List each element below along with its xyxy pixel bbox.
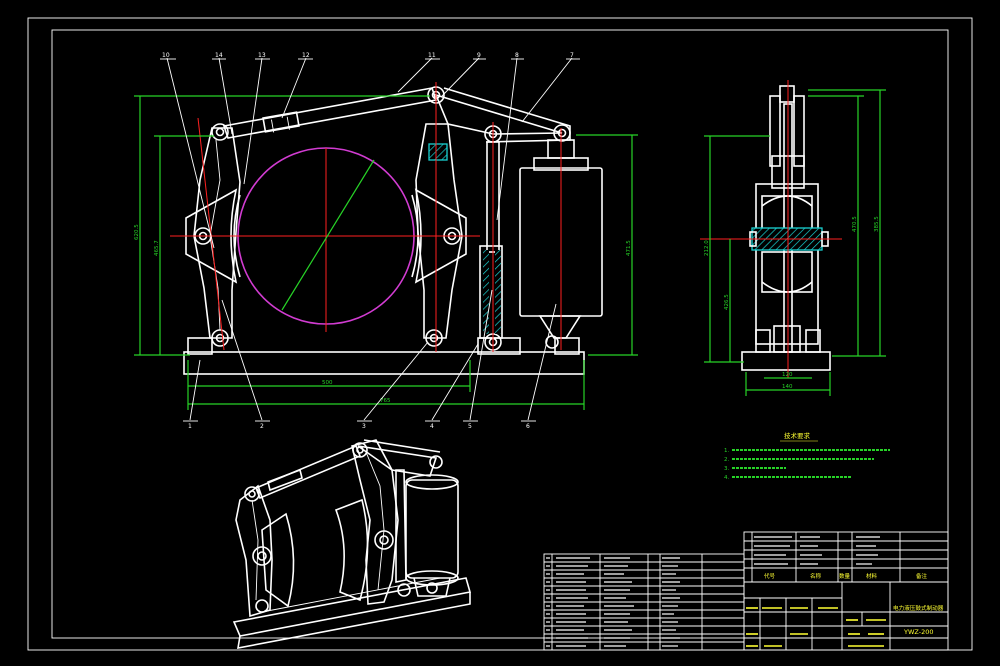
- balloon-4: 4: [430, 423, 434, 430]
- header-remark: 备注: [916, 572, 928, 580]
- leader-lines-bottom: [189, 289, 557, 421]
- header-material: 材料: [866, 572, 878, 580]
- balloon-13: 13: [258, 52, 266, 59]
- balloon-1: 1: [188, 423, 192, 430]
- front-view: 620.5 465.7 471.5 500 765 10 14 13 12 11…: [134, 52, 638, 430]
- side-dim-height-2: 385.5: [874, 216, 880, 232]
- header-code: 代号: [764, 572, 776, 580]
- balloon-10: 10: [162, 52, 170, 59]
- drum-diameter-line: [281, 159, 375, 311]
- right-brake-arm: [415, 123, 463, 339]
- note-2-number: 2.: [724, 457, 729, 463]
- dim-overall-length: 765: [380, 398, 391, 404]
- balloon-14: 14: [215, 52, 223, 59]
- leader-lines-top: [166, 57, 573, 249]
- side-dim-width-2: 140: [782, 384, 793, 390]
- side-dim-height-1: 470.5: [852, 216, 858, 232]
- title-block-fills: [746, 607, 886, 647]
- drawing-title: 电力液压鼓式制动器: [893, 604, 944, 612]
- inner-border: [51, 29, 949, 639]
- balloon-5: 5: [468, 423, 472, 430]
- adjust-nut: [262, 111, 300, 133]
- header-name: 名称: [810, 572, 822, 580]
- balloon-8: 8: [515, 52, 519, 59]
- isometric-view: [232, 439, 472, 649]
- balloon-7: 7: [570, 52, 574, 59]
- balloon-9: 9: [477, 52, 481, 59]
- side-view: 470.5 385.5 212.0 426.5 120 140: [700, 80, 886, 396]
- parts-list: 代号 名称 数量 材料 备注 电力液压鼓式制动器 YWZ-200: [543, 531, 949, 651]
- right-arm-section: [429, 144, 447, 160]
- side-dim-height-4: 426.5: [724, 294, 730, 310]
- balloon-3: 3: [362, 423, 366, 430]
- notes-title: 技术要求: [784, 431, 811, 440]
- parts-list-fills: [546, 536, 880, 647]
- balloon-2: 2: [260, 423, 264, 430]
- balloon-6: 6: [526, 423, 530, 430]
- note-1-number: 1.: [724, 448, 729, 454]
- dim-overall-height: 620.5: [134, 224, 140, 240]
- side-dim-width-1: 120: [782, 372, 793, 378]
- dim-base-length: 500: [322, 380, 333, 386]
- technical-notes: 技术要求 1. 2. 3. 4.: [724, 431, 890, 481]
- note-3-number: 3.: [724, 466, 729, 472]
- spring-section: [483, 250, 489, 334]
- dim-right-height: 471.5: [626, 240, 632, 256]
- note-4-number: 4.: [724, 475, 729, 481]
- left-brake-shoe: [185, 188, 238, 284]
- outer-border: [27, 17, 973, 651]
- base-plate: [183, 351, 585, 375]
- balloon-11: 11: [428, 52, 436, 59]
- balloon-12: 12: [302, 52, 310, 59]
- left-brake-arm: [193, 127, 241, 339]
- drawing-code: YWZ-200: [903, 628, 934, 636]
- header-qty: 数量: [839, 572, 851, 580]
- dim-height-2: 465.7: [154, 240, 160, 256]
- side-dim-height-3: 212.0: [704, 240, 710, 256]
